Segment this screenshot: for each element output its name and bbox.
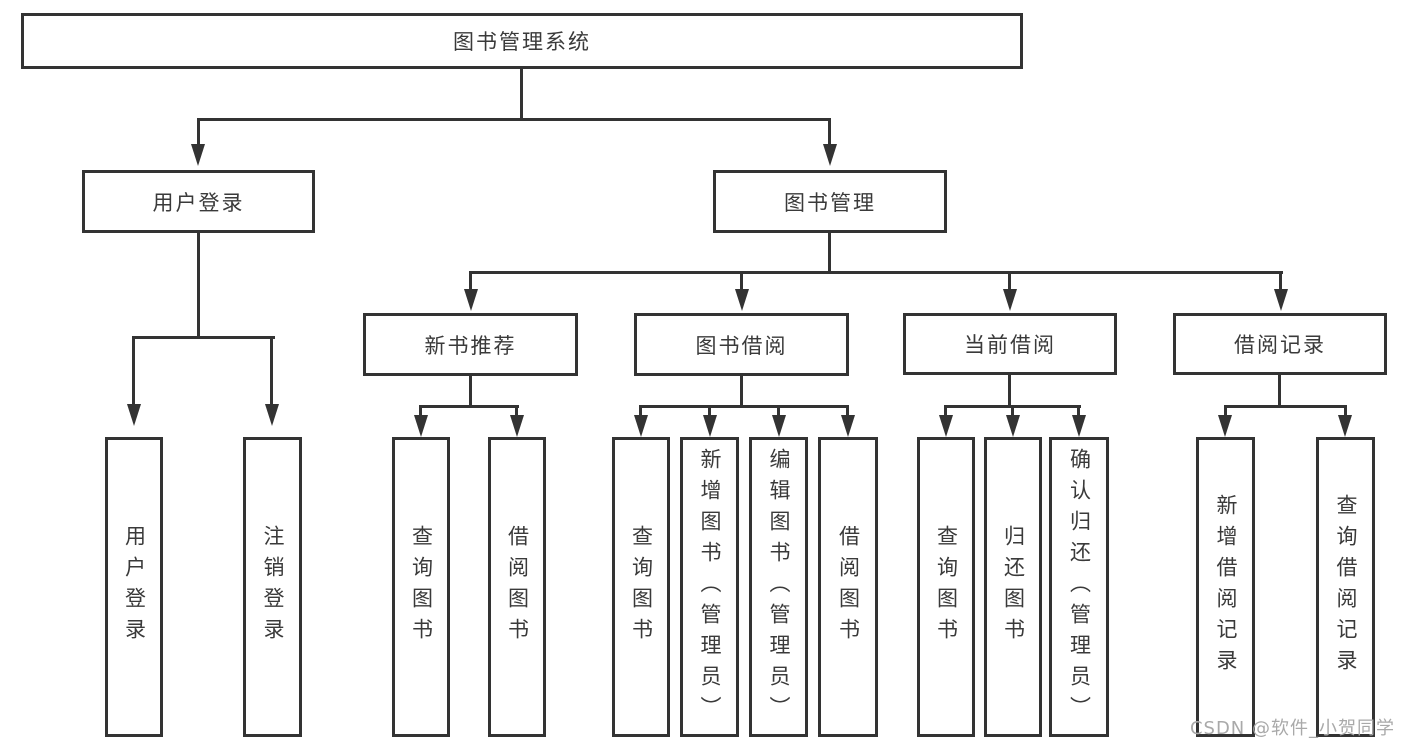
node-current-borrow: 当前借阅 (903, 313, 1117, 375)
leaf-confirm-return-admin: 确认归还（管理员） (1049, 437, 1109, 737)
connector-shaft (846, 405, 849, 419)
node-borrow-records: 借阅记录 (1173, 313, 1387, 375)
leaf-current-query-book: 查询图书 (917, 437, 975, 737)
connector-book-stub (828, 233, 831, 273)
connector-root-stub (520, 69, 523, 120)
arrow-down-icon (191, 144, 205, 166)
arrow-down-icon (772, 415, 786, 437)
connector-shaft (1224, 405, 1227, 419)
connector-shaft (828, 118, 831, 150)
connector-recommend-stub (469, 376, 472, 407)
leaf-logout: 注销登录 (243, 437, 302, 737)
leaf-add-book-admin: 新增图书（管理员） (680, 437, 739, 737)
connector-level3-rail (469, 271, 1283, 274)
arrow-down-icon (841, 415, 855, 437)
connector-shaft (419, 405, 422, 419)
arrow-down-icon (1274, 289, 1288, 311)
arrow-down-icon (265, 404, 279, 426)
arrow-down-icon (735, 289, 749, 311)
connector-shaft (708, 405, 711, 419)
connector-shaft (1008, 271, 1011, 293)
connector-shaft (469, 271, 472, 293)
connector-shaft (132, 336, 135, 408)
arrow-down-icon (464, 289, 478, 311)
leaf-user-login: 用户登录 (105, 437, 163, 737)
connector-shaft (1344, 405, 1347, 419)
node-book-borrow: 图书借阅 (634, 313, 849, 376)
leaf-borrow-book: 借阅图书 (818, 437, 878, 737)
connector-recommend-rail (419, 405, 519, 408)
arrow-down-icon (510, 415, 524, 437)
connector-borrow-stub (740, 376, 743, 407)
leaf-add-borrow-record: 新增借阅记录 (1196, 437, 1255, 737)
node-book-management: 图书管理 (713, 170, 947, 233)
leaf-edit-book-admin: 编辑图书（管理员） (749, 437, 808, 737)
arrow-down-icon (1003, 289, 1017, 311)
node-root: 图书管理系统 (21, 13, 1023, 69)
leaf-return-book: 归还图书 (984, 437, 1042, 737)
connector-shaft (197, 118, 200, 150)
arrow-down-icon (127, 404, 141, 426)
connector-records-stub (1278, 374, 1281, 407)
connector-user-stub (197, 233, 200, 338)
arrow-down-icon (1338, 415, 1352, 437)
connector-level2-rail (197, 118, 831, 121)
leaf-query-borrow-record: 查询借阅记录 (1316, 437, 1375, 737)
leaf-borrow-query-book: 查询图书 (612, 437, 670, 737)
node-user-login: 用户登录 (82, 170, 315, 233)
arrow-down-icon (823, 144, 837, 166)
arrow-down-icon (1006, 415, 1020, 437)
connector-shaft (1077, 405, 1080, 419)
leaf-recommend-borrow-book: 借阅图书 (488, 437, 546, 737)
connector-user-rail (132, 336, 275, 339)
leaf-recommend-query-book: 查询图书 (392, 437, 450, 737)
arrow-down-icon (634, 415, 648, 437)
arrow-down-icon (1072, 415, 1086, 437)
connector-shaft (1279, 271, 1282, 293)
connector-shaft (1011, 405, 1014, 419)
csdn-watermark: CSDN @软件_小贺同学 (1189, 718, 1395, 739)
connector-shaft (944, 405, 947, 419)
arrow-down-icon (1218, 415, 1232, 437)
connector-shaft (777, 405, 780, 419)
connector-records-rail (1224, 405, 1347, 408)
connector-shaft (270, 336, 273, 408)
arrow-down-icon (703, 415, 717, 437)
arrow-down-icon (939, 415, 953, 437)
node-new-book-recommend: 新书推荐 (363, 313, 578, 376)
connector-shaft (639, 405, 642, 419)
arrow-down-icon (414, 415, 428, 437)
connector-current-stub (1008, 374, 1011, 407)
connector-shaft (515, 405, 518, 419)
connector-borrow-rail (639, 405, 849, 408)
connector-shaft (740, 271, 743, 293)
